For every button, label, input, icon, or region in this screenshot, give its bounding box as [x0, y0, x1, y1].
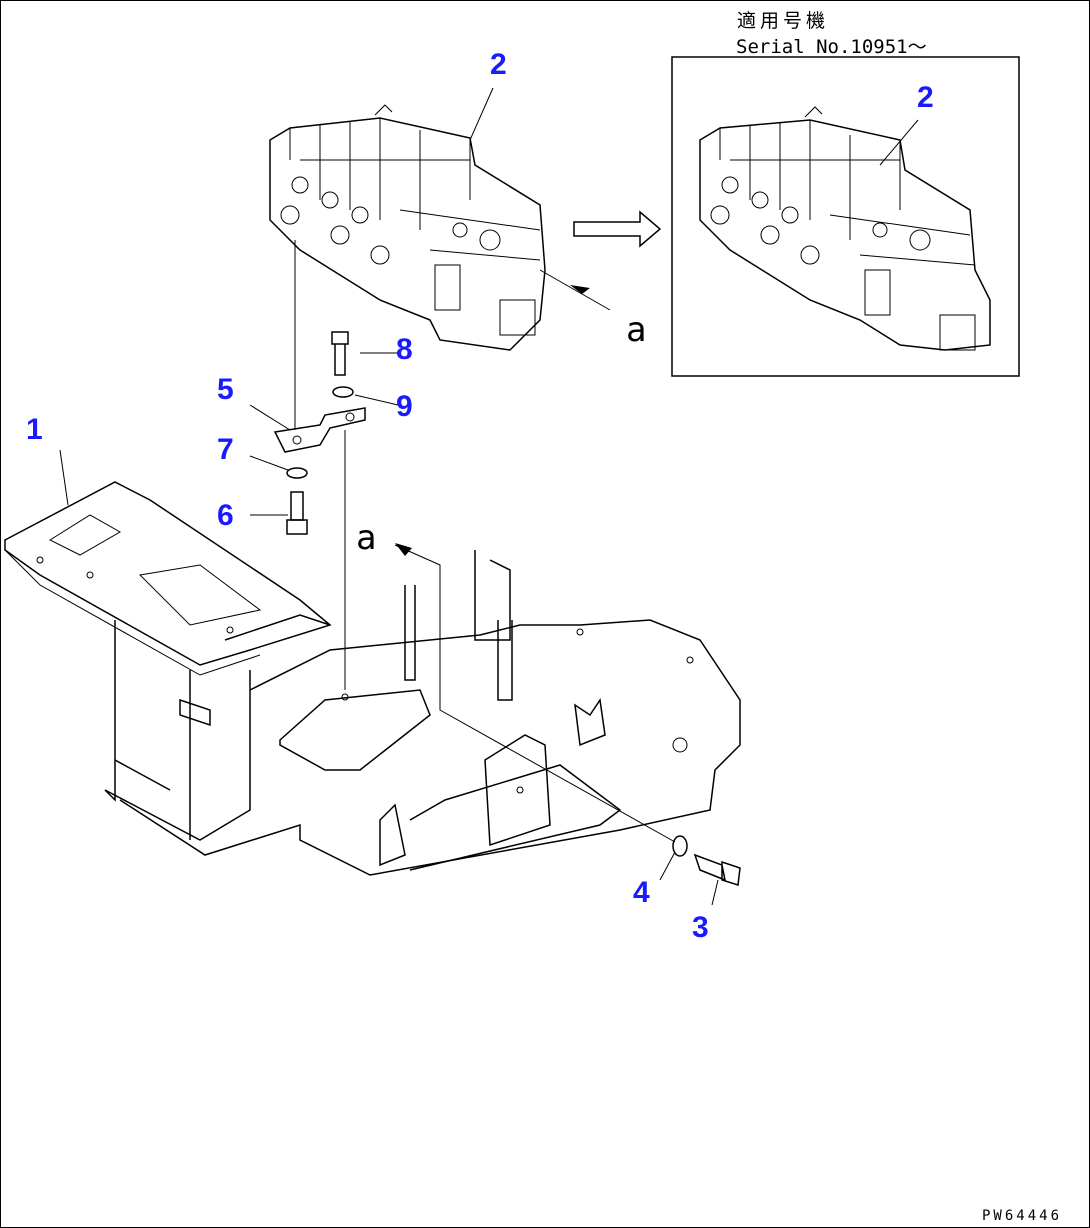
inset-box — [671, 56, 1020, 377]
callout-6: 6 — [217, 499, 234, 532]
callout-8: 8 — [396, 333, 413, 366]
view-label-a: a — [626, 310, 647, 350]
control-valve-inset — [699, 106, 991, 351]
callout-1: 1 — [26, 413, 43, 446]
control-valve-main — [269, 104, 546, 351]
serial-note-en: Serial No.10951～ — [736, 36, 927, 58]
view-arrow-icon — [573, 210, 662, 248]
callout-7: 7 — [217, 433, 234, 466]
serial-note-jp: 適用号機 — [737, 10, 830, 32]
callout-4: 4 — [633, 876, 650, 909]
callout-2: 2 — [490, 48, 507, 81]
callout-5: 5 — [217, 373, 234, 406]
view-label-a: a — [356, 518, 377, 558]
frame-assembly — [4, 481, 741, 876]
callout-2-inset: 2 — [917, 81, 934, 114]
callout-9: 9 — [396, 390, 413, 423]
callout-3: 3 — [692, 911, 709, 944]
drawing-code: PW64446 — [982, 1208, 1063, 1224]
